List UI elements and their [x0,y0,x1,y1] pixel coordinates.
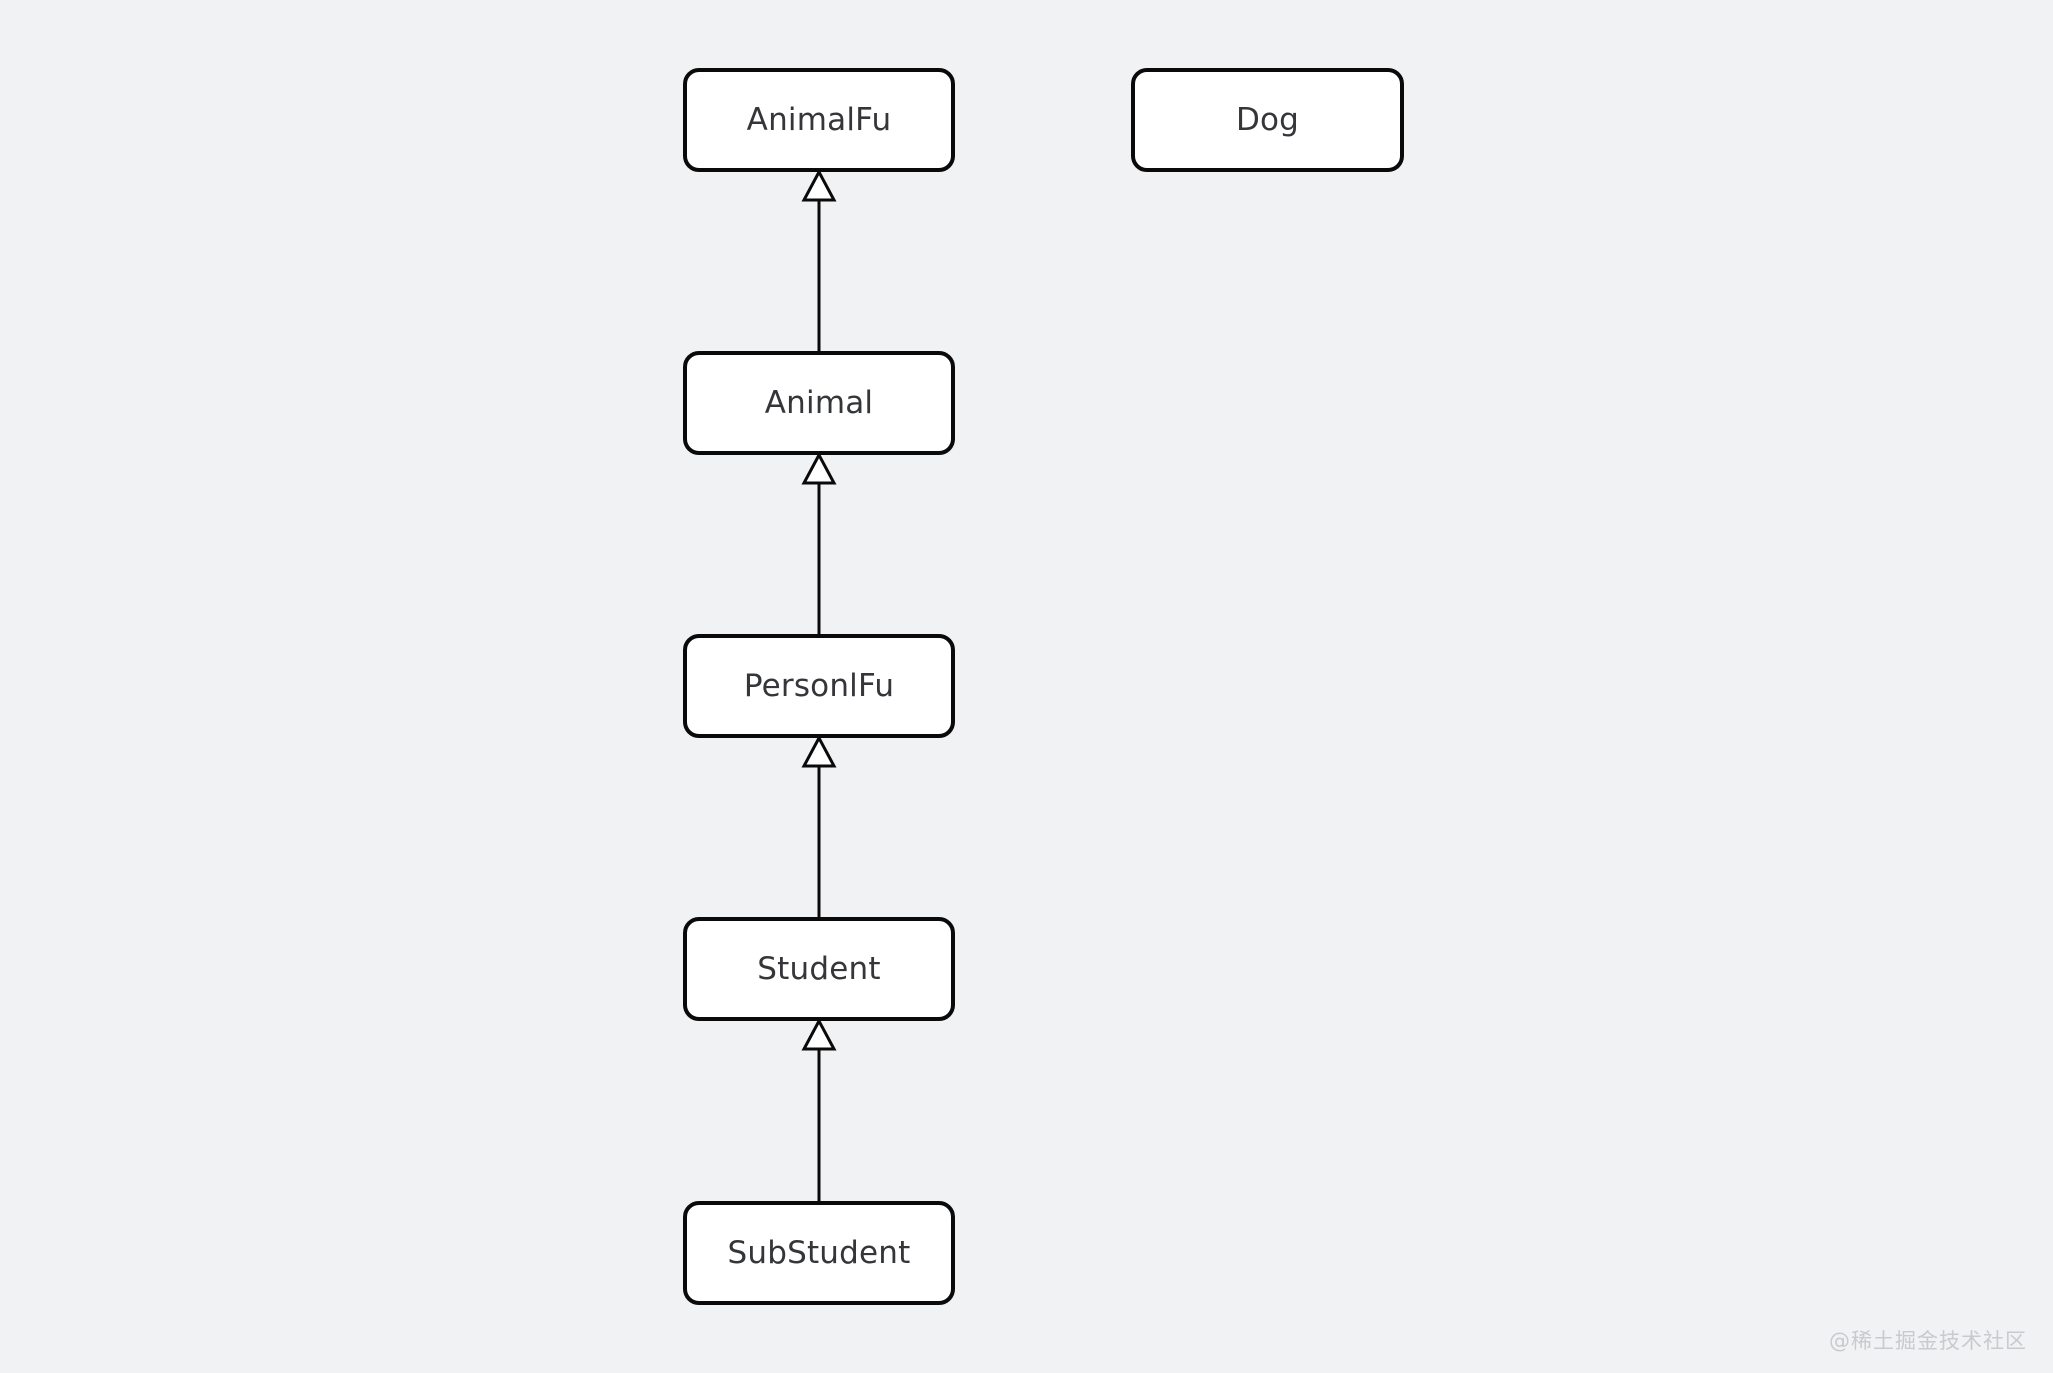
class-node-label: PersonlFu [743,668,895,704]
class-node-animalfu[interactable]: AnimalFu [683,68,955,172]
generalization-arrowhead-icon [801,734,837,768]
class-node-label: SubStudent [727,1235,911,1271]
generalization-arrowhead-icon [801,168,837,202]
generalization-arrowhead-icon [801,451,837,485]
class-node-label: Animal [764,385,874,421]
class-node-student[interactable]: Student [683,917,955,1021]
class-node-animal[interactable]: Animal [683,351,955,455]
class-node-dog[interactable]: Dog [1131,68,1404,172]
edge-animal-animalfu [801,168,837,351]
class-node-substudent[interactable]: SubStudent [683,1201,955,1305]
edge-personlfu-animal [801,451,837,634]
edge-student-personlfu [801,734,837,917]
class-node-label: Student [757,951,881,987]
edge-substudent-student [801,1017,837,1201]
class-node-label: Dog [1235,102,1300,138]
watermark: @稀土掘金技术社区 [1829,1329,2027,1353]
generalization-arrowhead-icon [801,1017,837,1051]
class-node-personlfu[interactable]: PersonlFu [683,634,955,738]
class-node-label: AnimalFu [746,102,892,138]
